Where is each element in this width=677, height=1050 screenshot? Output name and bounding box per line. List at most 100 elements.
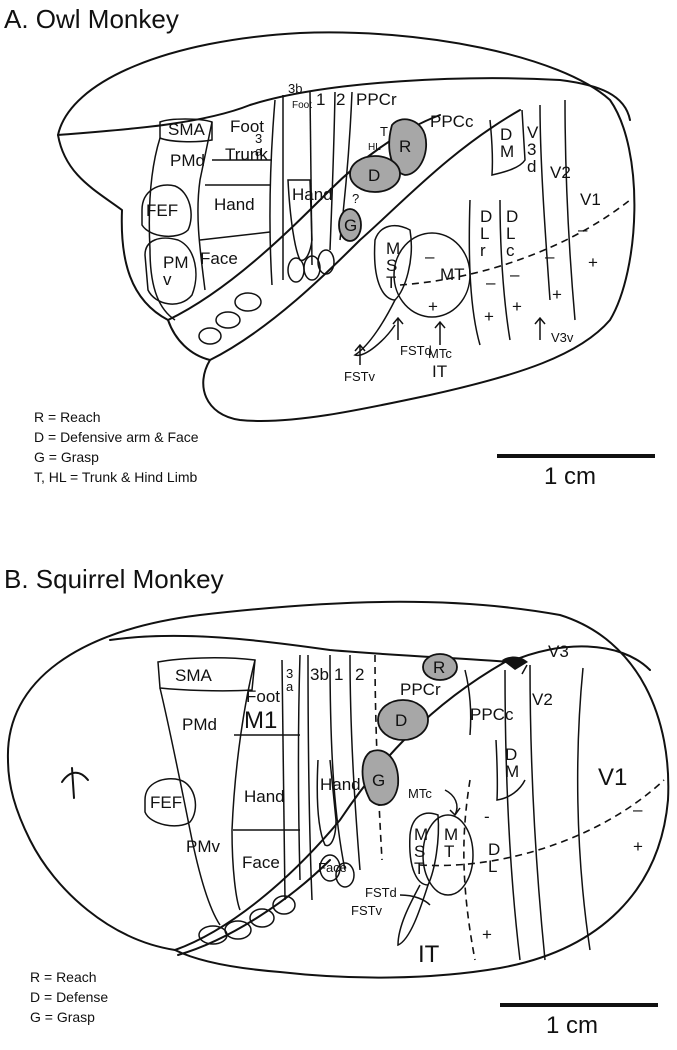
squirrel-hand-vertical-label: Hand xyxy=(320,775,361,794)
owl-reach-zone xyxy=(388,118,428,176)
squirrel-r-label: R xyxy=(433,658,445,677)
squirrel-area2-strip xyxy=(349,654,361,871)
owl-trunk-label: Trunk xyxy=(225,145,268,164)
owl-sma-label: SMA xyxy=(168,120,206,139)
owl-v1-minus: – xyxy=(578,220,588,239)
owl-foot-vertical-label: Foot xyxy=(292,100,312,111)
squirrel-ppcc-label: PPCc xyxy=(470,705,514,724)
owl-r-label: R xyxy=(399,137,411,156)
owl-dm-boundary xyxy=(489,109,526,176)
panel-b-squirrel-monkey: B. Squirrel Monkey xyxy=(4,564,670,1039)
squirrel-m1-rostral xyxy=(231,659,256,911)
squirrel-dorsal-rim xyxy=(109,634,651,671)
owl-m1-rostral xyxy=(197,121,213,291)
squirrel-dl-plus: + xyxy=(482,925,492,944)
owl-v1-plus: + xyxy=(588,253,598,272)
owl-fstv-arrow xyxy=(354,343,366,365)
owl-defense-zone xyxy=(349,155,401,193)
squirrel-v2-label: V2 xyxy=(532,690,553,709)
squirrel-fstd-arrow xyxy=(399,894,431,906)
owl-d-label: D xyxy=(368,166,380,185)
panel-a-owl-monkey: A. Owl Monkey xyxy=(4,4,655,490)
owl-legend-line: G = Grasp xyxy=(34,449,99,465)
squirrel-fst-band xyxy=(397,884,429,947)
squirrel-fstv-label: FSTv xyxy=(351,903,383,918)
squirrel-ppcr-label: PPCr xyxy=(400,680,441,699)
owl-horizontal-meridian xyxy=(399,199,631,286)
squirrel-v3-arrow xyxy=(521,664,528,675)
squirrel-v1-label: V1 xyxy=(598,764,627,791)
owl-mt-outline xyxy=(393,232,471,318)
squirrel-mst-boundary xyxy=(409,812,440,886)
squirrel-mtc-label: MTc xyxy=(408,786,432,801)
squirrel-horizontal-meridian xyxy=(419,779,665,867)
squirrel-dl-dashed xyxy=(463,779,476,961)
owl-mtc-arrow xyxy=(434,320,446,345)
owl-v3d-boundary xyxy=(539,104,551,301)
owl-fef-label: FEF xyxy=(146,201,178,220)
owl-ppcc-label: PPCc xyxy=(430,112,474,131)
squirrel-m1-label: M1 xyxy=(244,707,277,734)
squirrel-digit-oval xyxy=(335,862,355,888)
owl-face-oval xyxy=(234,292,262,312)
owl-brain-outline xyxy=(57,31,636,422)
owl-pm-boundary xyxy=(148,137,176,321)
squirrel-ppcc-boundary xyxy=(464,669,472,736)
owl-legend-line: D = Defensive arm & Face xyxy=(34,429,199,445)
owl-digit-oval xyxy=(287,257,305,283)
owl-grasp-zone xyxy=(338,208,362,242)
owl-3b-label: 3b xyxy=(288,81,302,96)
squirrel-fstd-label: FSTd xyxy=(365,885,397,900)
squirrel-hand-label: Hand xyxy=(244,787,285,806)
squirrel-face-small-label: Face xyxy=(318,860,347,875)
owl-ppcr-label: PPCr xyxy=(356,90,397,109)
squirrel-face-oval xyxy=(249,908,275,928)
squirrel-g-label: G xyxy=(372,771,385,790)
owl-area2-label: 2 xyxy=(336,90,345,109)
owl-digit-oval xyxy=(303,255,321,281)
owl-mt-plus: + xyxy=(428,297,438,316)
squirrel-legend-line: R = Reach xyxy=(30,969,97,985)
owl-v2-boundary xyxy=(564,99,576,321)
owl-question-label: ? xyxy=(352,191,359,206)
squirrel-pmd-label: PMd xyxy=(182,715,217,734)
squirrel-legend-line: G = Grasp xyxy=(30,1009,95,1025)
squirrel-hand-strip xyxy=(316,759,337,847)
squirrel-area1-label: 1 xyxy=(334,665,343,684)
owl-mst-boundary xyxy=(373,224,413,301)
owl-pmd-label: PMd xyxy=(170,151,205,170)
owl-dl-split xyxy=(499,199,511,341)
owl-dlr-plus: + xyxy=(484,307,494,326)
owl-dlc-plus: + xyxy=(512,297,522,316)
owl-mt-minus: – xyxy=(425,247,435,266)
owl-legend-line: T, HL = Trunk & Hind Limb xyxy=(34,469,197,485)
owl-v3v-arrow xyxy=(534,316,546,340)
owl-it-label: IT xyxy=(432,362,447,381)
squirrel-brain-outline xyxy=(6,600,670,979)
squirrel-sma-label: SMA xyxy=(175,666,213,685)
owl-dlr-minus: – xyxy=(486,273,496,292)
squirrel-3b-strip xyxy=(307,654,313,901)
squirrel-d-label: D xyxy=(395,711,407,730)
owl-pmv-boundary xyxy=(144,237,197,305)
owl-area1-strip xyxy=(329,91,336,251)
owl-hl-label: HL xyxy=(368,142,381,153)
owl-sma-boundary xyxy=(159,118,213,143)
owl-v2-label: V2 xyxy=(550,163,571,182)
owl-fef-boundary xyxy=(141,184,192,237)
squirrel-defense-zone xyxy=(377,699,429,741)
owl-scale-label: 1 cm xyxy=(544,463,596,490)
owl-dlc-minus: – xyxy=(510,265,520,284)
squirrel-fef-boundary xyxy=(144,778,197,827)
owl-dorsal-rim xyxy=(57,77,631,136)
owl-sylvian-fissure xyxy=(209,109,521,361)
owl-face-oval xyxy=(215,311,241,329)
